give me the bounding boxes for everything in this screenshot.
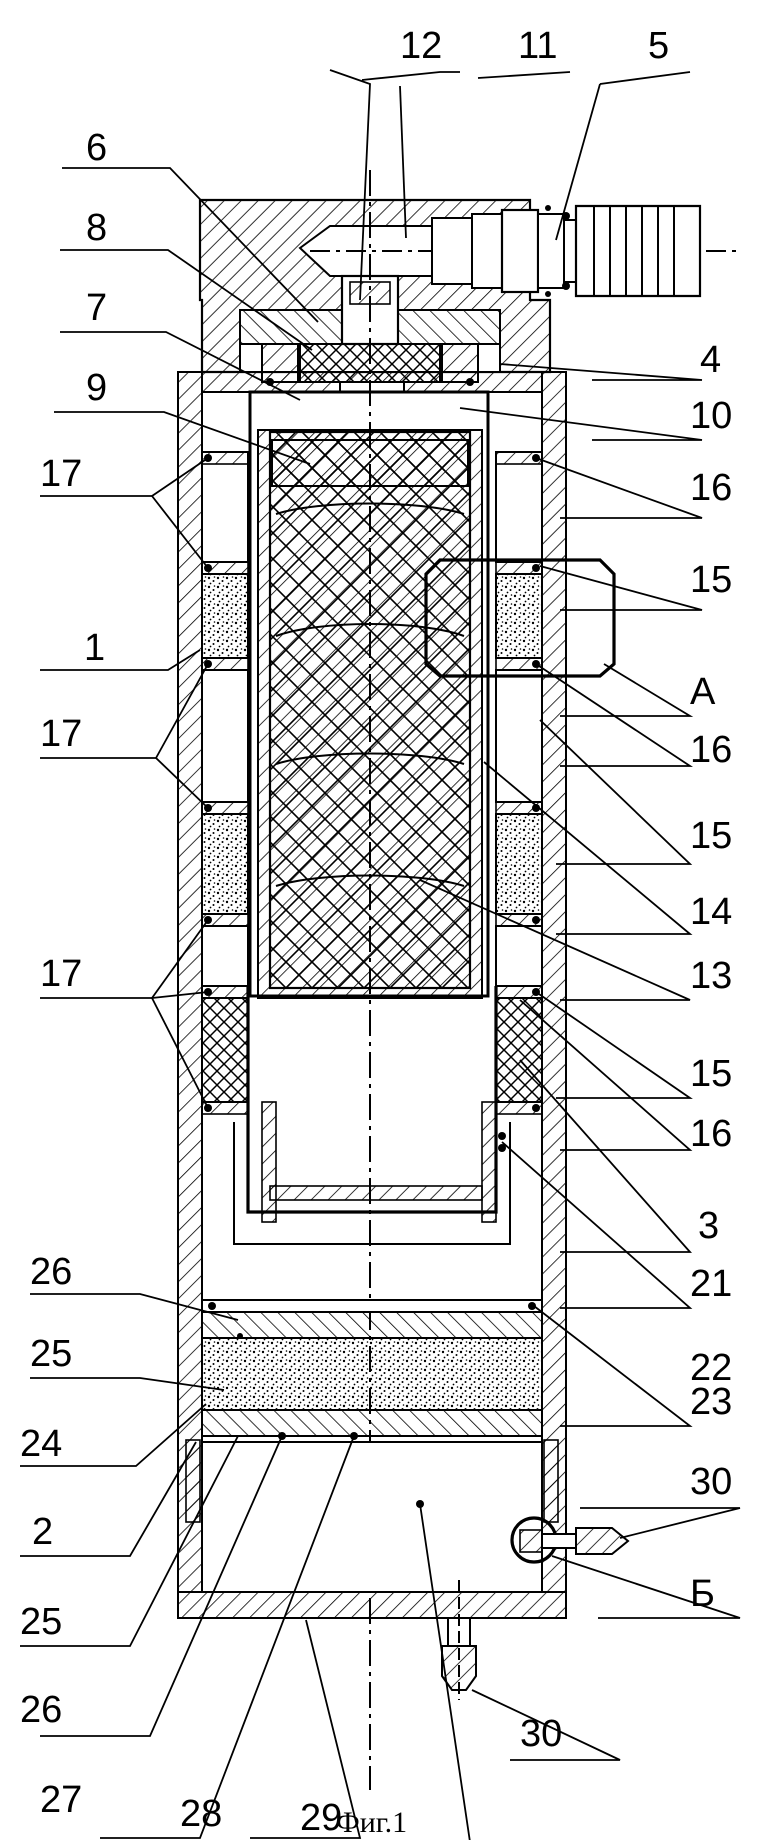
left-stack (202, 452, 248, 1114)
callout-15a: 15 (690, 559, 732, 601)
callout-A: A (690, 671, 716, 713)
callout-5: 5 (648, 25, 669, 67)
callout-B: Б (690, 1573, 715, 1615)
callout-2: 2 (32, 1511, 53, 1553)
callout-6: 6 (86, 127, 107, 169)
callout-27: 27 (40, 1779, 82, 1821)
callout-26a: 26 (30, 1251, 72, 1293)
callout-12: 12 (400, 25, 442, 67)
callout-28: 28 (180, 1793, 222, 1835)
callout-17b: 17 (40, 713, 82, 755)
callout-16c: 16 (690, 1113, 732, 1155)
callout-17c: 17 (40, 953, 82, 995)
callout-30a: 30 (690, 1461, 732, 1503)
callout-1: 1 (84, 627, 105, 669)
bottom-chamber (186, 1440, 558, 1592)
callout-16a: 16 (690, 467, 732, 509)
callout-8: 8 (86, 207, 107, 249)
figure-caption: Фиг.1 (336, 1806, 407, 1839)
callout-25a: 25 (30, 1333, 72, 1375)
lower-filter (202, 1300, 542, 1440)
callout-15b: 15 (690, 815, 732, 857)
callout-24: 24 (20, 1423, 62, 1465)
callout-30b: 30 (520, 1713, 562, 1755)
callout-17a: 17 (40, 453, 82, 495)
callout-21: 21 (690, 1263, 732, 1305)
connector (432, 205, 700, 297)
callout-11: 11 (518, 25, 557, 67)
lower-skirt (234, 986, 510, 1244)
callout-14: 14 (690, 891, 732, 933)
callout-4: 4 (700, 339, 721, 381)
callout-15c: 15 (690, 1053, 732, 1095)
callout-13: 13 (690, 955, 732, 997)
callout-10: 10 (690, 395, 732, 437)
callout-23: 23 (690, 1381, 732, 1423)
callout-26b: 26 (20, 1689, 62, 1731)
callout-25b: 25 (20, 1601, 62, 1643)
callout-9: 9 (86, 367, 107, 409)
callout-3: 3 (698, 1205, 719, 1247)
right-stack (496, 452, 542, 1114)
callout-16b: 16 (690, 729, 732, 771)
callout-7: 7 (86, 287, 107, 329)
